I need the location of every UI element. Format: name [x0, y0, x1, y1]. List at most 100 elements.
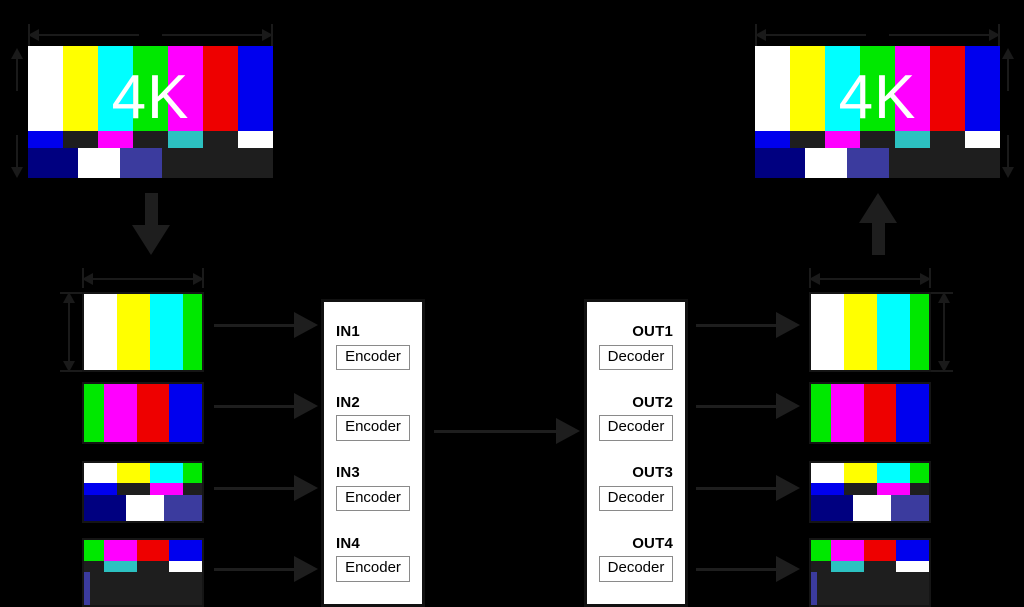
- decoder-slot-out3[interactable]: OUT3 Decoder: [599, 464, 673, 512]
- encoder-in1-label: IN1: [336, 323, 360, 341]
- encoder-in4-label: IN4: [336, 534, 360, 552]
- decoder-slot-out2[interactable]: OUT2 Decoder: [599, 393, 673, 441]
- extension-line-top: [60, 292, 84, 294]
- extension-line-bottom: [60, 370, 84, 372]
- block-row: [28, 147, 273, 178]
- arrowhead-down-icon: [63, 361, 75, 372]
- merge-arrow-icon: [858, 193, 898, 255]
- output-quadrant-width-dimension: [809, 272, 931, 286]
- arrowhead-right-icon: [776, 475, 800, 501]
- arrowhead-right-icon: [776, 393, 800, 419]
- decoder-out1-label: OUT1: [632, 323, 673, 341]
- arrowhead-right-icon: [294, 393, 318, 419]
- block-row: [755, 147, 1000, 178]
- decoder-out2-label: OUT2: [632, 393, 673, 411]
- arrowhead-up-icon: [1002, 48, 1014, 59]
- extension-line-right: [202, 268, 204, 288]
- extension-line-left: [809, 268, 811, 288]
- block-row: [84, 494, 202, 521]
- input-quadrant-1: [82, 292, 204, 372]
- output-quadrant-1: [809, 292, 931, 372]
- arrowhead-right-icon: [294, 556, 318, 582]
- arrowhead-left-icon: [755, 29, 766, 41]
- arrowhead-right-icon: [776, 312, 800, 338]
- arrowhead-right-icon: [294, 312, 318, 338]
- output-quadrant-4: [809, 538, 931, 607]
- decoder-out1-box[interactable]: Decoder: [599, 344, 673, 371]
- input-quadrant-4: [82, 538, 204, 607]
- encoder-in3-label: IN3: [336, 464, 360, 482]
- encoder-in2-label: IN2: [336, 393, 360, 411]
- encoder-in1-box[interactable]: Encoder: [336, 344, 410, 371]
- color-bars: [811, 463, 929, 484]
- input-quadrant-2: [82, 382, 204, 444]
- secondary-strip: [755, 131, 1000, 148]
- arrowhead-right-icon: [294, 475, 318, 501]
- arrow-quadrant1-to-in1: [214, 312, 318, 338]
- extension-line-left: [28, 24, 30, 46]
- output-quadrant-2: [809, 382, 931, 444]
- decoder-slot-out1[interactable]: OUT1 Decoder: [599, 323, 673, 371]
- encoder-in4-box[interactable]: Encoder: [336, 556, 410, 582]
- arrow-quadrant4-to-in4: [214, 556, 318, 582]
- arrowhead-up-icon: [63, 292, 75, 303]
- encoder-slot-in2[interactable]: IN2 Encoder: [336, 393, 410, 441]
- extension-line-right: [998, 24, 1000, 46]
- arrow-out2-to-quadrant2: [696, 393, 800, 419]
- block-row: [811, 571, 929, 605]
- color-bars: [811, 384, 929, 442]
- arrow-out4-to-quadrant4: [696, 556, 800, 582]
- decoder-out4-label: OUT4: [632, 534, 673, 552]
- color-bars: [811, 294, 929, 370]
- secondary-strip: [84, 560, 202, 572]
- output-quadrant-3: [809, 461, 931, 523]
- encoder-slot-in4[interactable]: IN4 Encoder: [336, 534, 410, 582]
- encoder-in3-box[interactable]: Encoder: [336, 485, 410, 512]
- color-bars: [84, 294, 202, 370]
- arrowhead-right-icon: [989, 29, 1000, 41]
- source-height-dimension: [10, 48, 24, 178]
- arrowhead-down-icon: [11, 167, 23, 178]
- arrowhead-right-icon: [920, 273, 931, 285]
- encoder-in2-box[interactable]: Encoder: [336, 415, 410, 441]
- arrowhead-left-icon: [809, 273, 820, 285]
- color-bars: [84, 540, 202, 561]
- arrowhead-down-icon: [1002, 167, 1014, 178]
- source-width-dimension: [28, 28, 273, 42]
- encoder-panel[interactable]: IN1 Encoder IN2 Encoder IN3 Encoder IN4 …: [321, 299, 425, 607]
- extension-line-left: [82, 268, 84, 288]
- secondary-strip: [811, 483, 929, 495]
- color-bars: [755, 46, 1000, 132]
- arrow-out1-to-quadrant1: [696, 312, 800, 338]
- arrowhead-left-icon: [82, 273, 93, 285]
- input-quadrant-width-dimension: [82, 272, 204, 286]
- arrowhead-up-icon: [938, 292, 950, 303]
- arrowhead-up-icon: [11, 48, 23, 59]
- split-arrow-icon: [131, 193, 171, 255]
- extension-line-bottom: [929, 370, 953, 372]
- arrow-encoder-to-decoder: [434, 418, 580, 444]
- output-quadrant-height-dimension: [937, 292, 951, 372]
- decoder-slot-out4[interactable]: OUT4 Decoder: [599, 534, 673, 582]
- extension-line-right: [929, 268, 931, 288]
- extension-line-left: [755, 24, 757, 46]
- block-row: [84, 571, 202, 605]
- decoder-out3-box[interactable]: Decoder: [599, 485, 673, 512]
- destination-height-dimension: [1001, 48, 1015, 178]
- decoder-panel[interactable]: OUT1 Decoder OUT2 Decoder OUT3 Decoder O…: [584, 299, 688, 607]
- secondary-strip: [84, 483, 202, 495]
- encoder-slot-in3[interactable]: IN3 Encoder: [336, 464, 410, 512]
- color-bars: [811, 540, 929, 561]
- extension-line-right: [271, 24, 273, 46]
- encoder-slot-in1[interactable]: IN1 Encoder: [336, 323, 410, 371]
- extension-line-top: [929, 292, 953, 294]
- arrow-quadrant3-to-in3: [214, 475, 318, 501]
- input-quadrant-3: [82, 461, 204, 523]
- color-bars: [84, 463, 202, 484]
- block-row: [811, 494, 929, 521]
- decoder-out3-label: OUT3: [632, 464, 673, 482]
- arrowhead-right-icon: [262, 29, 273, 41]
- decoder-out4-box[interactable]: Decoder: [599, 556, 673, 582]
- decoder-out2-box[interactable]: Decoder: [599, 415, 673, 441]
